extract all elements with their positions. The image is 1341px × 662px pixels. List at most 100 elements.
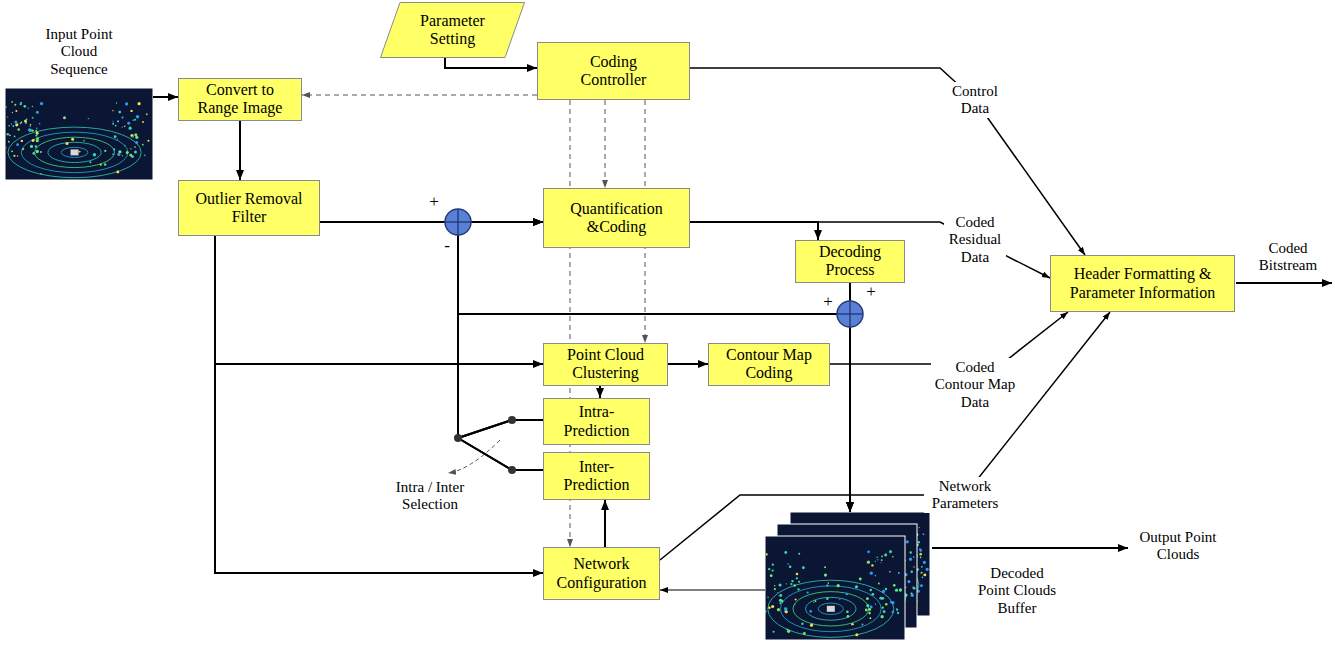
point-dot (810, 624, 813, 627)
point-dot (884, 553, 887, 556)
summing-junction (837, 301, 863, 327)
point-dot (768, 607, 771, 610)
point-dot (126, 151, 129, 154)
scan-ring (806, 597, 856, 620)
sum-circle (445, 209, 471, 235)
point-dot (116, 171, 119, 174)
point-dot (12, 125, 14, 127)
point-dot (847, 615, 850, 618)
point-dot (20, 103, 22, 105)
flow-connector (660, 589, 765, 590)
point-dot (774, 585, 775, 586)
point-dot (867, 561, 870, 564)
point-dot (12, 112, 13, 113)
process-box: Decoding Process (795, 240, 905, 283)
flow-connector (668, 363, 708, 365)
sign-label: + (821, 293, 835, 310)
flow-connector (215, 236, 543, 573)
point-dot (920, 572, 922, 574)
point-dot (794, 604, 795, 605)
point-dot (35, 145, 37, 147)
point-dot (865, 609, 868, 612)
point-dot (871, 593, 874, 596)
point-dot (132, 136, 134, 138)
point-dot (32, 139, 35, 142)
process-box: Point Cloud Clustering (543, 343, 668, 386)
point-dot (23, 105, 26, 108)
point-dot (876, 556, 877, 557)
point-dot (824, 566, 826, 568)
point-dot (130, 134, 133, 137)
point-dot (147, 140, 149, 142)
point-dot (846, 593, 849, 596)
point-dot (862, 624, 864, 626)
point-dot (780, 600, 783, 603)
point-dot (88, 118, 89, 119)
point-dot (777, 592, 778, 593)
flow-label: Output Point Clouds (1134, 529, 1222, 564)
point-dot (875, 575, 877, 577)
point-dot (789, 566, 792, 569)
point-dot (25, 122, 27, 124)
point-dot (89, 161, 91, 163)
point-dot (893, 584, 896, 587)
point-dot (897, 612, 899, 614)
point-dot (104, 163, 107, 166)
point-dot (112, 121, 113, 122)
point-dot (911, 594, 914, 597)
point-dot (135, 141, 138, 144)
point-dot (881, 559, 883, 561)
point-dot (910, 551, 912, 553)
node-text: Network Configuration (550, 555, 653, 592)
point-dot (807, 591, 809, 593)
flow-connector (153, 96, 178, 98)
point-dot (793, 584, 795, 586)
scan-ring (8, 127, 141, 178)
point-dot (131, 155, 134, 158)
point-dot (27, 108, 29, 110)
point-dot (116, 102, 117, 103)
process-box: Network Configuration (543, 547, 660, 600)
point-dot (919, 527, 920, 528)
point-dot (113, 148, 115, 150)
point-dot (869, 589, 872, 592)
point-dot (36, 132, 39, 135)
scan-ring (48, 142, 101, 162)
point-dot (124, 145, 125, 146)
point-dot (122, 127, 123, 128)
point-dot (892, 556, 893, 557)
point-dot (920, 553, 922, 555)
point-dot (11, 151, 13, 153)
point-dot (22, 148, 24, 150)
point-dot (867, 550, 870, 553)
point-dot (118, 111, 121, 114)
point-dot (35, 130, 37, 132)
point-dot (921, 566, 923, 568)
point-dot (5, 147, 6, 148)
point-dot (13, 155, 15, 157)
node-text: Point Cloud Clustering (550, 346, 661, 383)
flow-connector (690, 68, 1085, 255)
point-dot (112, 110, 113, 111)
point-dot (923, 573, 926, 576)
node-text: Convert to Range Image (185, 81, 295, 118)
point-dot (846, 611, 849, 614)
point-dot (877, 559, 878, 560)
node-text: Contour Map Coding (715, 346, 823, 383)
point-dot (8, 125, 10, 127)
output-arrow (932, 547, 1128, 549)
point-dot (912, 586, 914, 588)
point-dot (765, 611, 767, 613)
point-dot (909, 558, 912, 561)
image-ground (5, 88, 153, 180)
bitstream-arrow (1236, 282, 1332, 284)
point-dot (926, 568, 929, 571)
point-dot (809, 610, 812, 613)
point-dot (889, 550, 892, 553)
point-dot (826, 598, 828, 600)
point-dot (797, 588, 799, 590)
point-dot (117, 153, 120, 156)
point-dot (895, 589, 898, 592)
point-dot (20, 122, 22, 124)
node-text: Outlier Removal Filter (191, 190, 307, 227)
